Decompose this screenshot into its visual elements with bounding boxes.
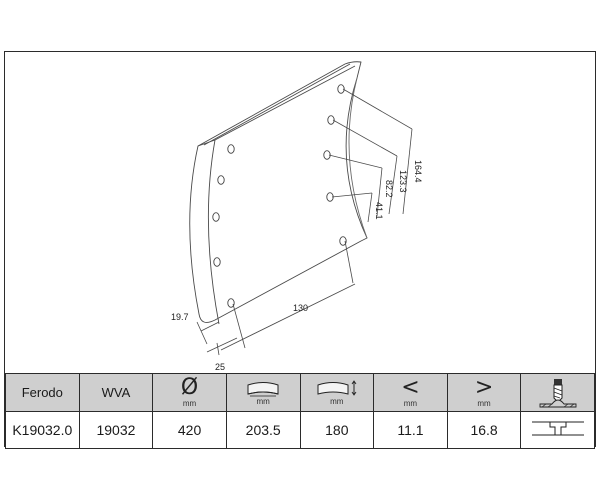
cell-diameter: 420 [152,411,227,449]
header-min: < mm [373,373,448,412]
header-diameter: Ø mm [152,373,227,412]
backing-edge [348,77,368,239]
lining-top-strip [214,65,356,141]
dim-123-3: 123.3 [398,170,408,193]
rivet-hole [227,144,235,154]
less-than-icon: < [401,375,420,400]
lining-face [197,139,220,325]
table-row: K19032.0 19032 420 203.5 180 11.1 16.8 [5,411,595,449]
unit-label: mm [256,397,270,406]
cell-lining-width: 203.5 [225,411,301,449]
unit-label: mm [403,399,418,408]
drill-icon [539,378,577,407]
header-ferodo: Ferodo [5,373,80,412]
rivet-hole [212,212,220,222]
rivet-hole [217,175,225,185]
cell-wva: 19032 [78,411,154,449]
cell-rivet-profile [520,411,595,449]
lining-width-icon [247,382,279,397]
spec-table: Ferodo WVA Ø mm mm [5,373,595,449]
dim-82-2: 82.2 [384,180,394,198]
lining-height-icon [317,380,357,396]
cell-ferodo: K19032.0 [5,411,80,449]
dim-length: 130 [293,303,308,313]
greater-than-icon: > [474,375,494,400]
diameter-icon: Ø [180,375,199,400]
rivet-hole [327,115,335,125]
header-lining-height: mm [299,373,375,412]
unit-label: mm [330,397,344,406]
unit-label: mm [477,399,491,408]
cell-max: 16.8 [446,411,522,449]
unit-label: mm [182,399,197,408]
rivet-hole [337,84,345,94]
brake-lining-drawing: 164.4 123.3 82.2 41.1 130 19.7 25 [171,61,423,372]
header-lining-width: mm [225,373,301,412]
cell-lining-height: 180 [299,411,375,449]
rivet-hole [213,257,221,267]
dim-offset: 19.7 [171,312,189,322]
rivet-profile-icon [531,421,584,435]
table-header-row: Ferodo WVA Ø mm mm [5,373,595,412]
dim-164-4: 164.4 [413,160,423,183]
header-max: > mm [446,373,522,412]
cell-min: 11.1 [373,411,448,449]
header-wva: WVA [78,373,154,412]
dim-edge: 25 [215,362,225,372]
rivet-hole [339,236,347,246]
product-drawing-frame: 164.4 123.3 82.2 41.1 130 19.7 25 Ferodo… [4,51,596,449]
header-drill [520,373,595,412]
rivet-hole [227,298,235,308]
dim-41-1: 41.1 [374,202,384,220]
lining-body [189,61,368,323]
